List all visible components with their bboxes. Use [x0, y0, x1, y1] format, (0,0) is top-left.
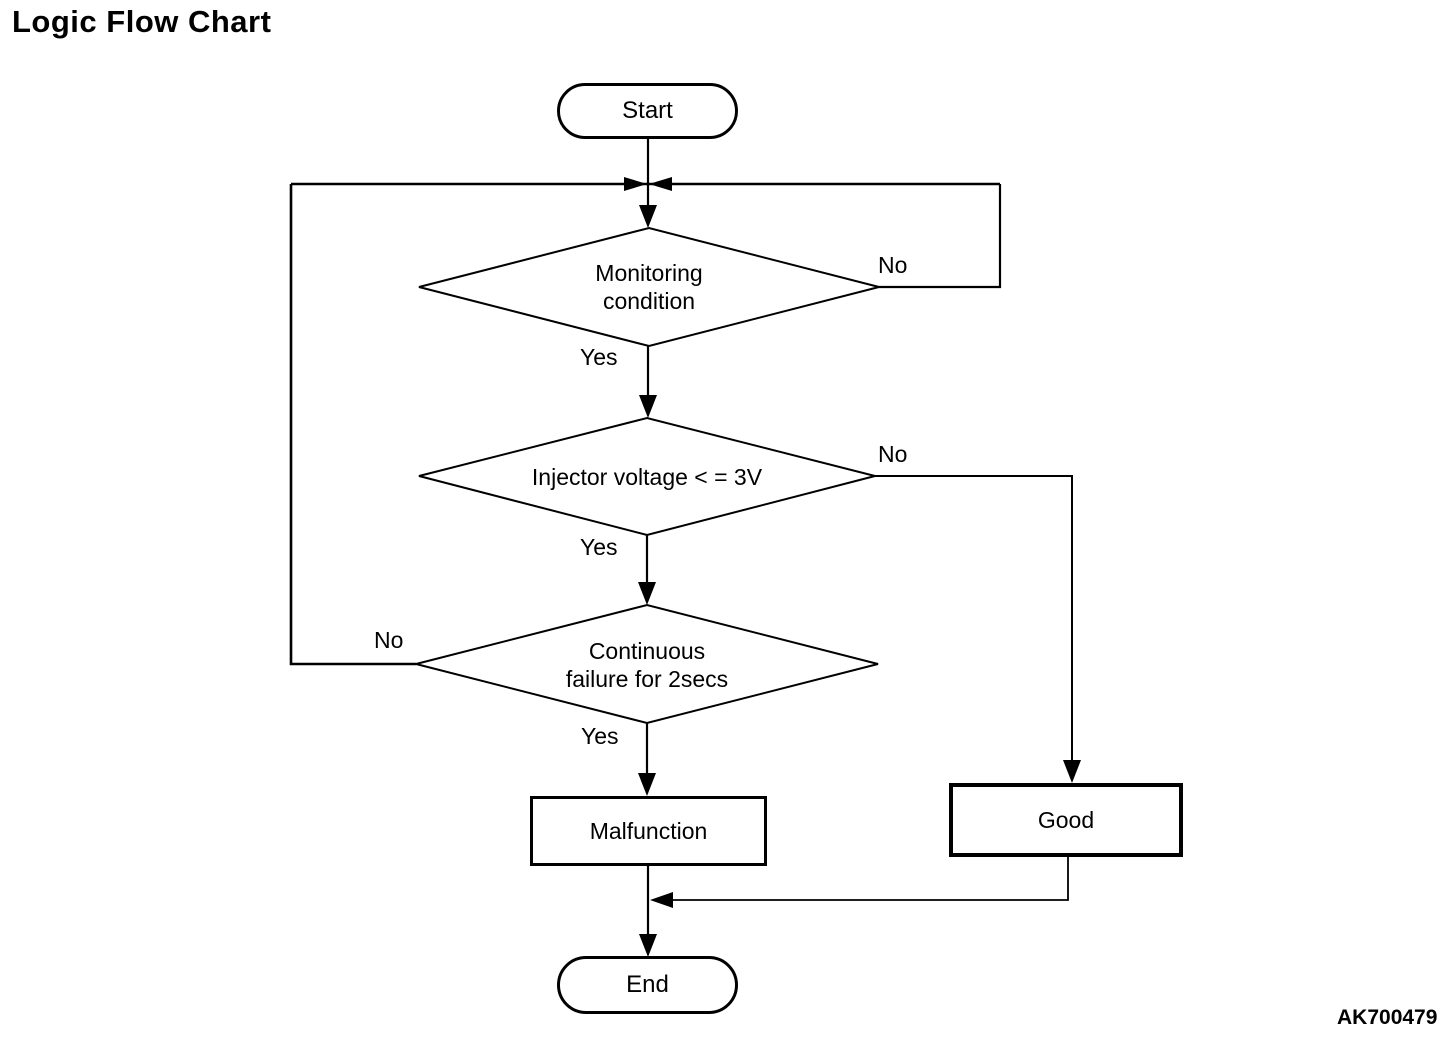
edge-label-monitoring-no: No [878, 252, 908, 278]
arrowhead-into-good [1063, 760, 1081, 783]
arrowhead-into-end [639, 934, 657, 957]
edge-label-continuous-no: No [374, 627, 404, 653]
node-end-label: End [626, 971, 669, 998]
node-start-label: Start [622, 97, 673, 124]
node-end: End [557, 956, 738, 1014]
edge-label-monitoring-yes: Yes [580, 344, 618, 370]
arrowhead-into-monitoring [639, 205, 657, 228]
decision-monitoring-label: Monitoring condition [595, 260, 703, 314]
node-malfunction: Malfunction [530, 796, 767, 866]
arrowhead-left-loop-into-junction [624, 177, 647, 191]
edge-label-continuous-yes: Yes [581, 723, 619, 749]
node-good-label: Good [1037, 806, 1095, 833]
edge-good-to-merge [673, 857, 1069, 901]
node-start: Start [557, 83, 738, 139]
page-title: Logic Flow Chart [12, 4, 272, 39]
decision-continuous-shape [415, 603, 879, 725]
edge-injector-no [875, 475, 1073, 762]
arrowhead-into-malfunction [638, 773, 656, 796]
edge-label-injector-yes: Yes [580, 534, 618, 560]
arrowhead-into-continuous [638, 582, 656, 605]
edge-continuous-no-loop [289, 184, 416, 666]
decision-continuous-label: Continuous failure for 2secs [565, 638, 729, 692]
node-malfunction-label: Malfunction [589, 817, 708, 844]
edge-label-injector-no: No [878, 441, 908, 467]
node-good: Good [949, 783, 1183, 857]
edge-monitoring-no-loop [879, 184, 1002, 289]
arrowhead-into-injector [639, 395, 657, 418]
arrowhead-good-into-merge [650, 892, 673, 908]
arrowhead-right-loop-into-junction [649, 177, 672, 191]
decision-injector-label: Injector voltage < = 3V [531, 464, 763, 490]
figure-code: AK700479 [1337, 1006, 1438, 1029]
